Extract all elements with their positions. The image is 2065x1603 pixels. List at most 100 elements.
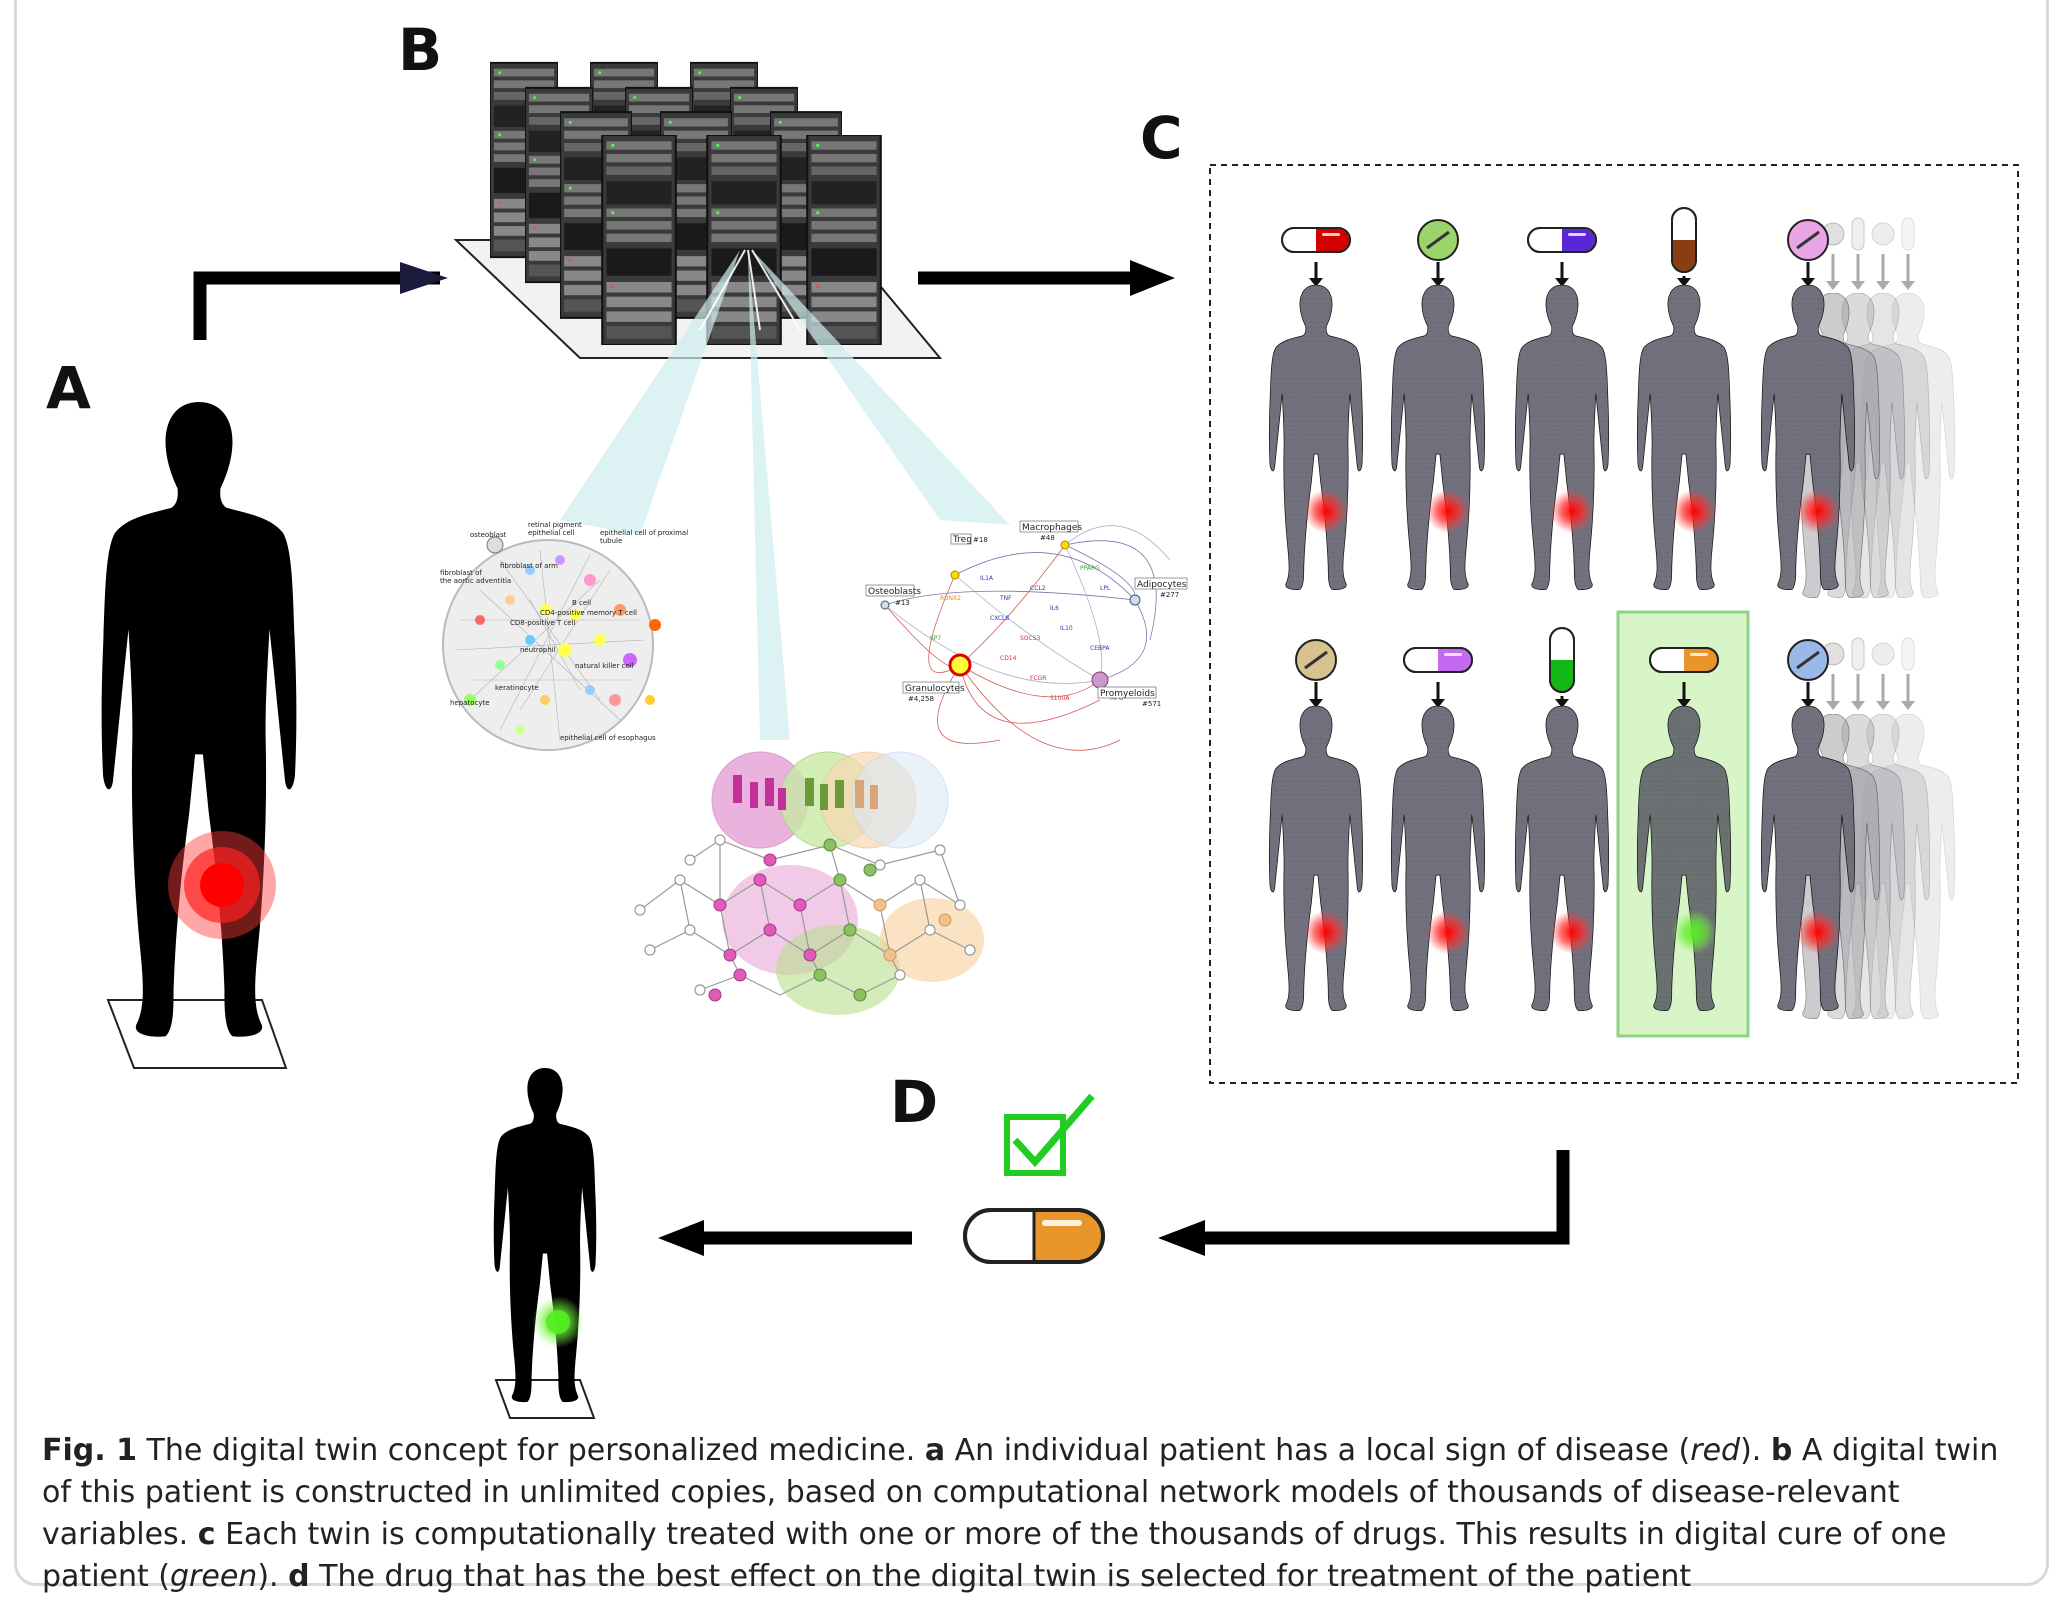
svg-text:Promyeloids: Promyeloids [1100, 689, 1155, 699]
panel-label-b: B [398, 16, 442, 84]
svg-text:Treg: Treg [952, 535, 972, 545]
svg-text:the aortic adventitia: the aortic adventitia [440, 577, 511, 585]
digital-twin [1760, 706, 1856, 1011]
digital-twin-box [1209, 164, 2019, 1084]
svg-text:fibroblast of arm: fibroblast of arm [500, 562, 558, 570]
digital-twin [1390, 706, 1486, 1011]
svg-text:CCL2: CCL2 [1030, 585, 1046, 592]
svg-text:#13: #13 [895, 599, 910, 607]
digital-twin [1390, 285, 1486, 590]
violet-capsule-icon [1403, 647, 1473, 673]
svg-text:CD8-positive T cell: CD8-positive T cell [510, 619, 576, 627]
svg-text:CXCL8: CXCL8 [990, 615, 1009, 622]
patient-figure [101, 402, 297, 1069]
digital-twin [1760, 285, 1856, 590]
digital-twin [1514, 285, 1610, 590]
blue-tablet-icon [1787, 639, 1829, 681]
disease-spot [1304, 489, 1348, 534]
figure-caption: Fig. 1 The digital twin concept for pers… [42, 1433, 1999, 1594]
checkmark-icon [1004, 1093, 1095, 1176]
ghost-pill-icon [1851, 217, 1865, 251]
svg-text:#571: #571 [1142, 700, 1161, 708]
svg-text:neutrophil: neutrophil [520, 646, 556, 654]
panel-label-a: A [46, 354, 91, 422]
cured-patient-figure [493, 1068, 597, 1419]
disease-spot [1672, 489, 1716, 534]
svg-text:IL6: IL6 [1050, 605, 1059, 612]
svg-text:tubule: tubule [600, 537, 622, 545]
cure-spot [1672, 910, 1716, 955]
svg-text:CD14: CD14 [1000, 655, 1017, 662]
green-tablet-icon [1417, 219, 1459, 261]
svg-text:keratinocyte: keratinocyte [495, 684, 539, 692]
disease-spot [1426, 910, 1470, 955]
svg-text:RUNX2: RUNX2 [940, 595, 961, 602]
arrow-a-to-b [193, 271, 440, 340]
ghost-pill-icon [1901, 217, 1915, 251]
ghost-pill-icon [1901, 637, 1915, 671]
svg-text:FCGR: FCGR [1030, 675, 1046, 682]
svg-text:CEBPA: CEBPA [1090, 645, 1110, 652]
digital-twins-grid [1268, 207, 1956, 1019]
svg-text:PPARG: PPARG [1080, 565, 1100, 572]
arrow-c-to-d [1200, 1150, 1570, 1245]
model-beams [560, 250, 1010, 740]
svg-text:TNF: TNF [999, 595, 1012, 602]
panel-label-d: D [890, 1068, 938, 1136]
svg-text:#48: #48 [1040, 534, 1055, 542]
svg-text:epithelial cell of esophagus: epithelial cell of esophagus [560, 734, 656, 742]
disease-spot [1304, 910, 1348, 955]
svg-text:B cell: B cell [572, 599, 591, 607]
svg-text:Granulocytes: Granulocytes [905, 684, 965, 694]
svg-text:epithelial cell of proximal: epithelial cell of proximal [600, 529, 688, 537]
ghost-pill-icon [1871, 642, 1895, 666]
svg-text:retinal pigment: retinal pigment [528, 521, 582, 529]
brown-capsule-icon [1671, 207, 1697, 273]
svg-text:IL1A: IL1A [980, 575, 994, 582]
svg-text:Macrophages: Macrophages [1022, 523, 1082, 533]
figure-frame [14, 0, 2049, 1586]
svg-text:natural killer cell: natural killer cell [575, 662, 634, 670]
svg-text:MPO: MPO [1110, 695, 1124, 702]
tan-tablet-icon [1295, 639, 1337, 681]
svg-text:S100A: S100A [1050, 695, 1070, 702]
svg-text:LPL: LPL [1100, 585, 1111, 592]
purple-capsule-icon [1527, 227, 1597, 253]
digital-twin [1514, 706, 1610, 1011]
svg-text:osteoblast: osteoblast [470, 531, 507, 539]
disease-spot [1550, 489, 1594, 534]
svg-text:SP7: SP7 [930, 635, 941, 642]
patient-population-network [634, 751, 984, 1015]
svg-text:Osteoblasts: Osteoblasts [868, 587, 921, 597]
disease-spot [1550, 910, 1594, 955]
svg-text:fibroblast of: fibroblast of [440, 569, 482, 577]
svg-text:CD4-positive memory T cell: CD4-positive memory T cell [540, 609, 637, 617]
svg-text:Adipocytes: Adipocytes [1137, 580, 1187, 590]
orange-capsule-icon [1649, 647, 1719, 673]
green-capsule-icon [1549, 627, 1575, 693]
figure-illustration: 1010 A B [46, 16, 2019, 1419]
disease-spot [1796, 910, 1840, 955]
selected-drug-capsule-icon [963, 1208, 1105, 1264]
red-capsule-icon [1281, 227, 1351, 253]
disease-spot [1796, 489, 1840, 534]
digital-twin [1636, 706, 1732, 1011]
svg-text:epithelial cell: epithelial cell [528, 529, 575, 537]
svg-text:#4,258: #4,258 [908, 695, 934, 703]
pink-tablet-icon [1787, 219, 1829, 261]
ghost-pill-icon [1871, 222, 1895, 246]
digital-twin [1268, 706, 1364, 1011]
caption-fig-label: Fig. 1 [42, 1433, 137, 1468]
digital-twin [1268, 285, 1364, 590]
cell-type-network: osteoblast retinal pigment epithelial ce… [440, 521, 688, 751]
svg-text:IL10: IL10 [1060, 625, 1073, 632]
panel-label-c: C [1140, 104, 1183, 172]
svg-text:SOCS3: SOCS3 [1020, 635, 1041, 642]
digital-twin [1636, 285, 1732, 590]
disease-spot [1426, 489, 1470, 534]
svg-text:hepatocyte: hepatocyte [450, 699, 490, 707]
ghost-pill-icon [1851, 637, 1865, 671]
svg-text:#277: #277 [1160, 591, 1179, 599]
svg-text:#18: #18 [973, 536, 988, 544]
